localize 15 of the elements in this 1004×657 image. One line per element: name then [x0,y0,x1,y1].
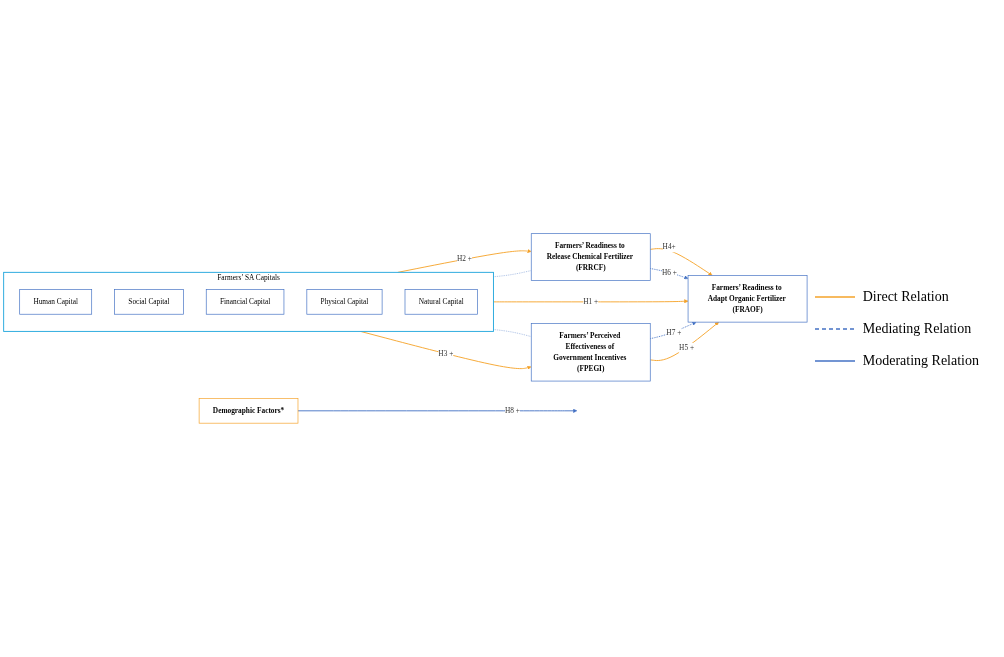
node-box [205,289,285,315]
node-box [198,398,299,424]
node-box [306,289,383,315]
connector [493,270,532,278]
connector [493,329,532,337]
cluster [3,271,494,332]
legend-label: Moderating Relation [862,352,979,369]
node-box [687,275,808,323]
node-box [114,289,184,315]
legend-label: Direct Relation [862,288,949,305]
legend-label: Mediating Relation [862,320,972,337]
node-box [19,289,93,315]
node-box [530,323,651,382]
node-box [404,289,478,315]
node-box [530,233,651,281]
